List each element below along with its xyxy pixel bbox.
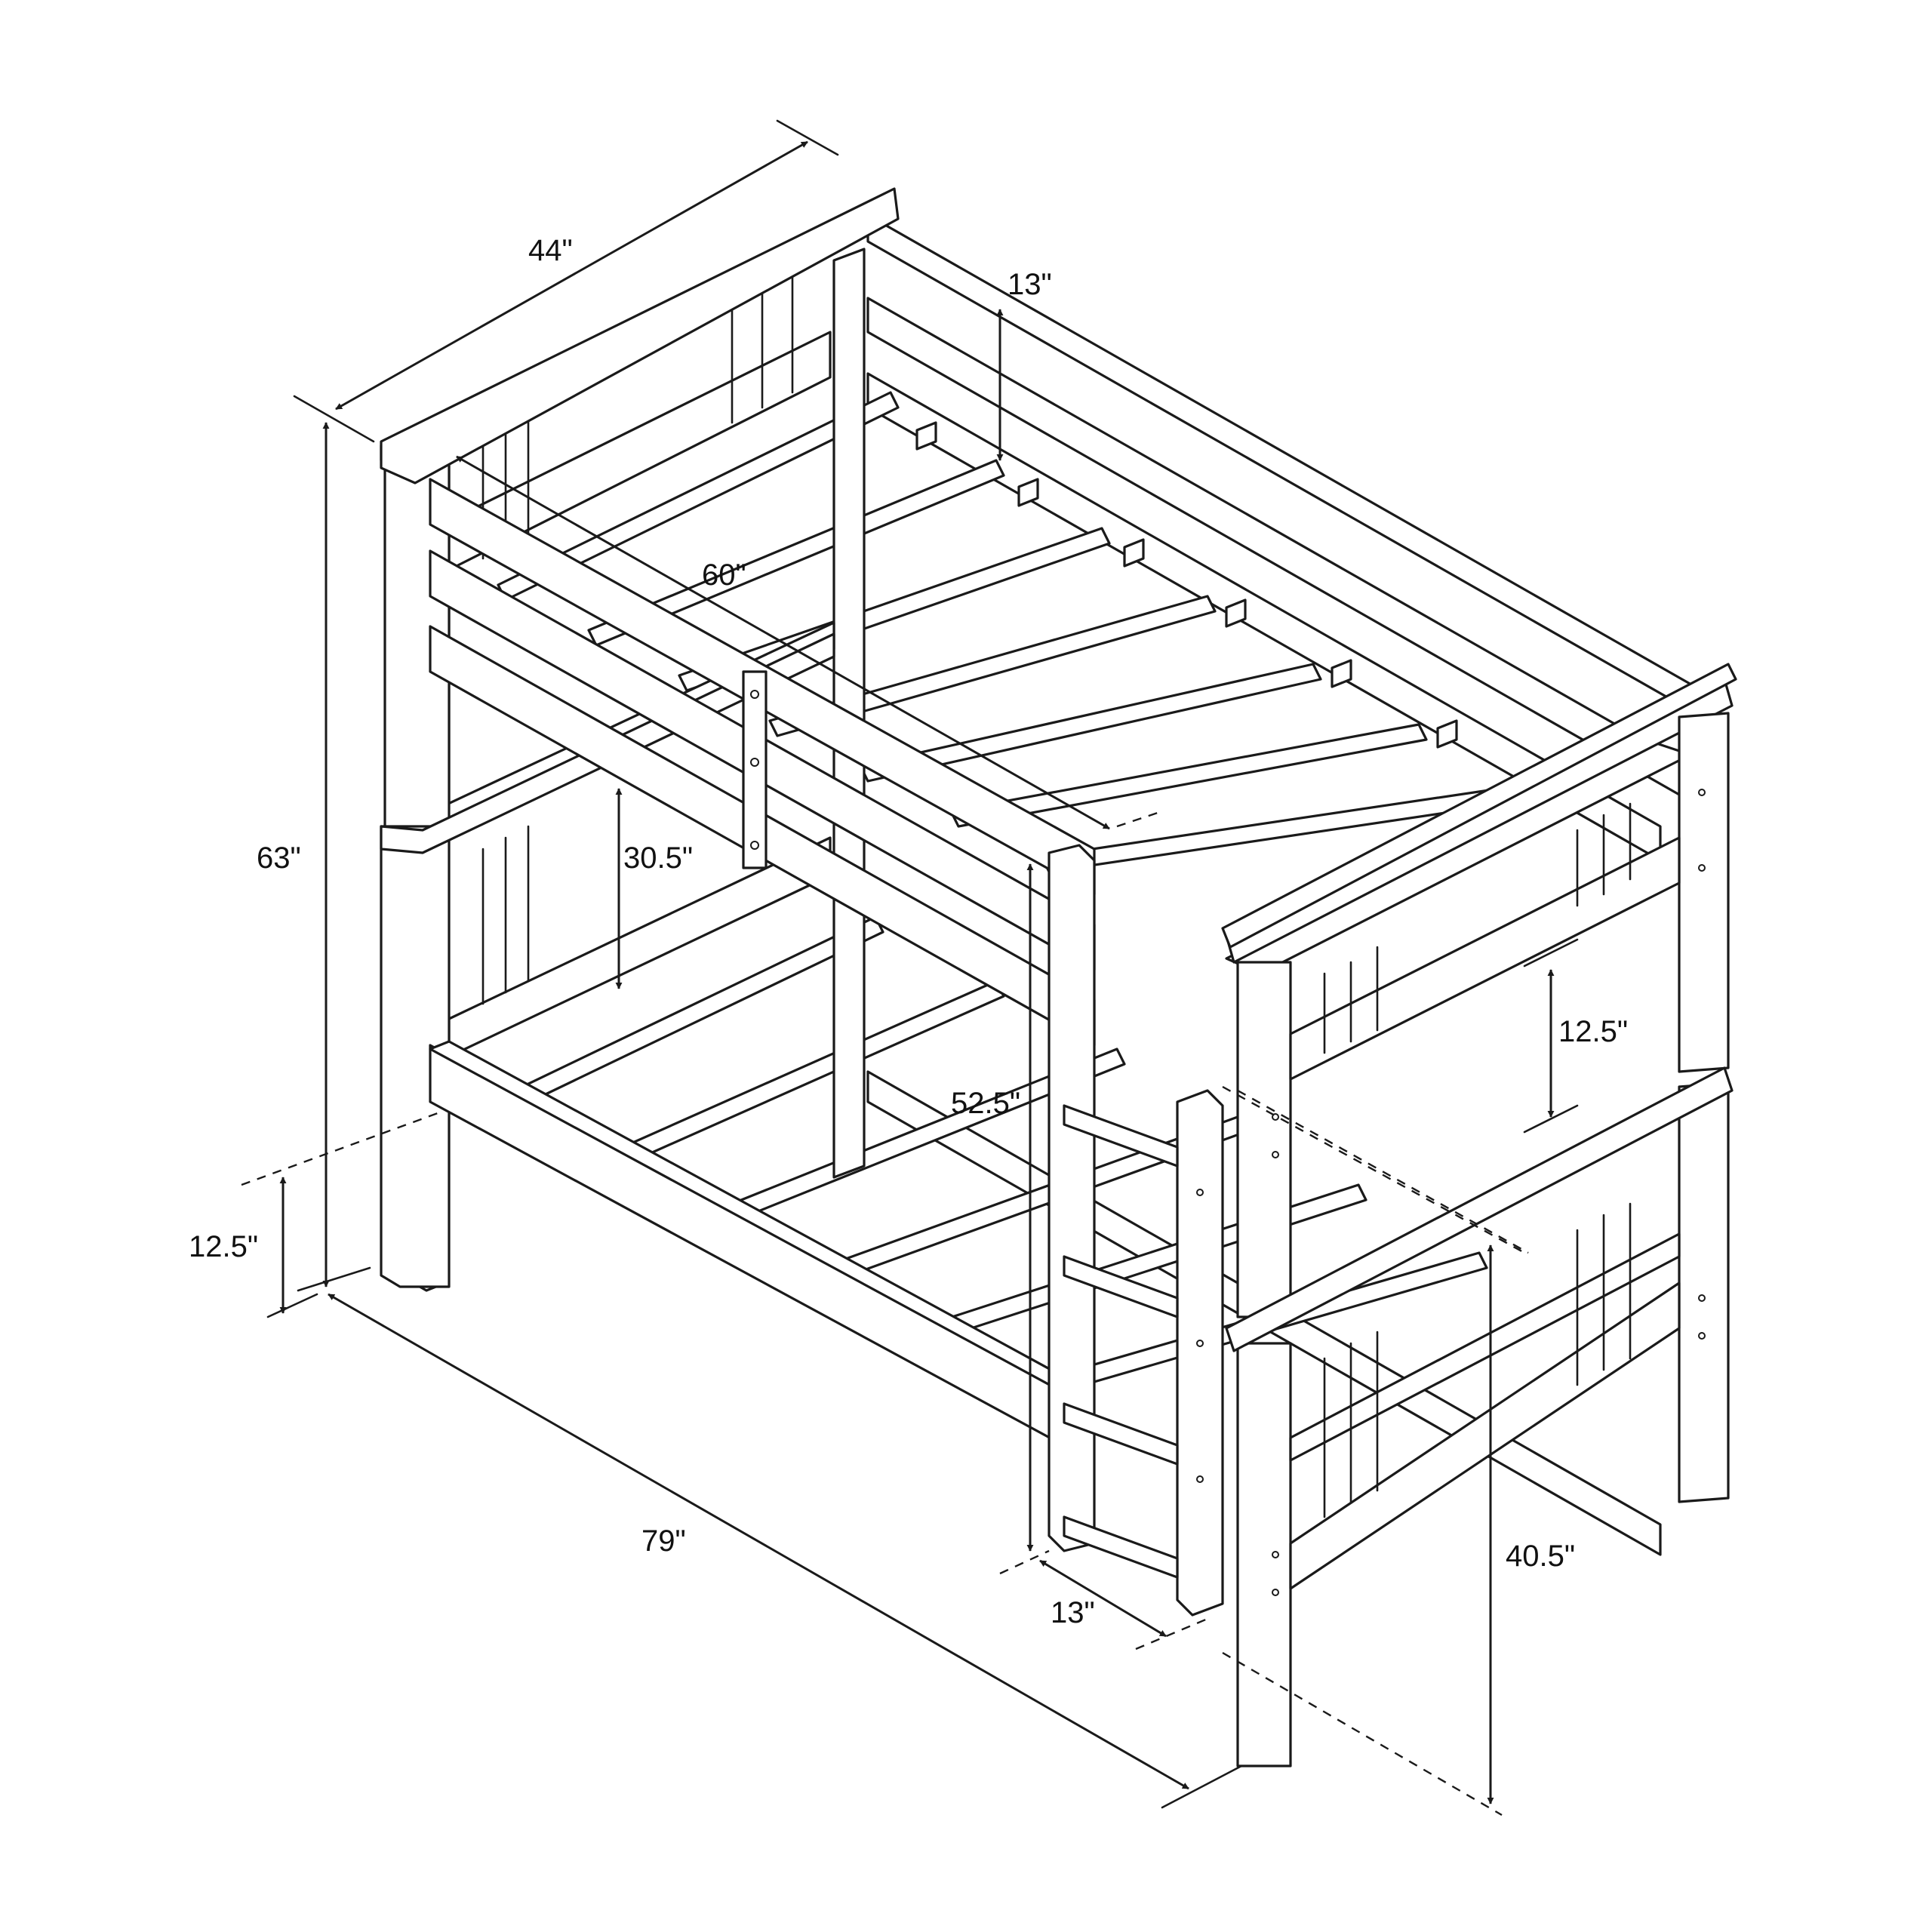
ladder-height-label: 52.5" [951, 1087, 1020, 1120]
dimension-lines [241, 119, 1579, 1817]
bunk-clearance-label: 30.5" [623, 841, 693, 875]
guardrail-length-label: 60" [702, 558, 746, 592]
guardrail-height-label: 13" [1008, 268, 1052, 301]
ladder-width-label: 13" [1051, 1596, 1095, 1629]
front-footboard [1221, 663, 1737, 1767]
top-bunk-height-label: 40.5" [1506, 1540, 1575, 1573]
bunk-bed-frame [380, 187, 1737, 1767]
footboard-height-label: 12.5" [1558, 1015, 1628, 1048]
width-label: 44" [528, 234, 573, 267]
bottom-bunk-height-label: 12.5" [189, 1230, 258, 1263]
length-label: 79" [641, 1524, 686, 1558]
height-label: 63" [257, 841, 301, 875]
dimension-labels: 44" 63" 60" 13" 30.5" 52.5" 13" 12.5" 12… [189, 234, 1628, 1629]
